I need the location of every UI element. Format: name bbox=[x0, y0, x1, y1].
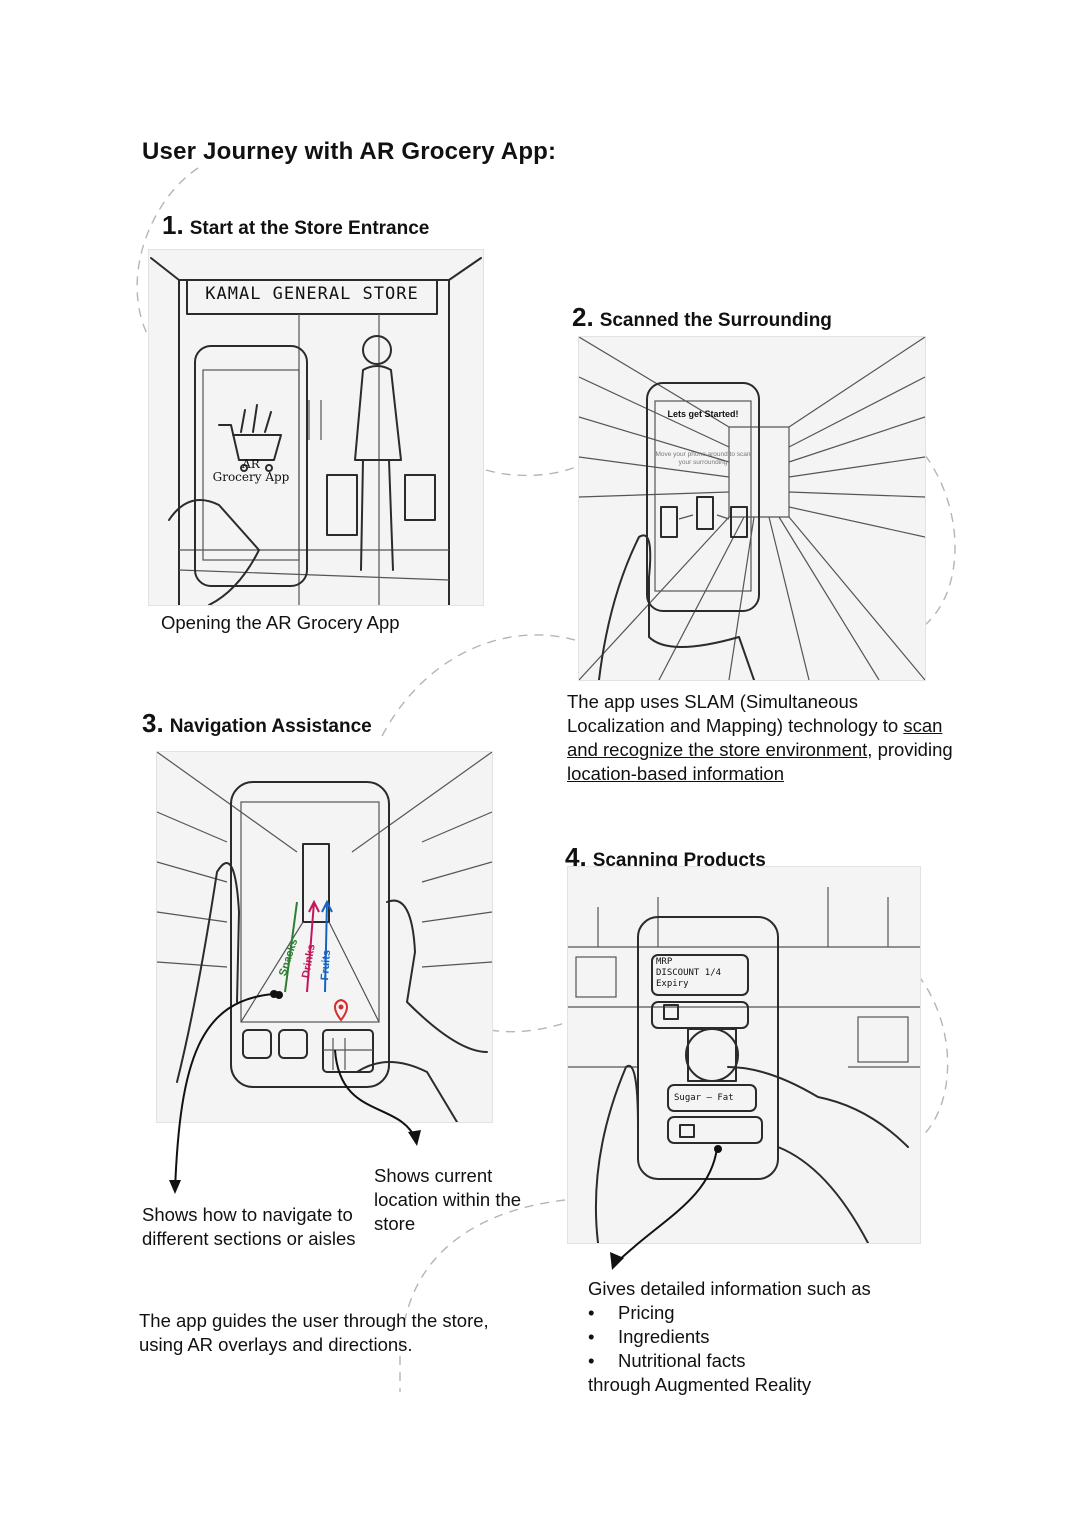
step-2-desc-part-1: The app uses SLAM (Simultaneous Localiza… bbox=[567, 691, 904, 736]
step-2-heading: 2.Scanned the Surrounding bbox=[572, 302, 832, 333]
step-4-intro: Gives detailed information such as bbox=[588, 1278, 871, 1299]
app-logo-text: AR Grocery App bbox=[203, 458, 299, 484]
step-2-desc-link-2: location-based information bbox=[567, 763, 784, 784]
phone-screen-title: Lets get Started! bbox=[667, 409, 739, 419]
step-4-feature-list: Pricing Ingredients Nutritional facts bbox=[588, 1301, 948, 1373]
step-4-description: Gives detailed information such as Prici… bbox=[588, 1277, 948, 1397]
ar-tag-discount: DISCOUNT bbox=[656, 968, 700, 978]
step-1-label: Start at the Store Entrance bbox=[189, 218, 430, 239]
step-1-heading: 1.Start at the Store Entrance bbox=[162, 210, 429, 241]
step-1-sketch: KAMAL GENERAL STORE AR Grocery App bbox=[148, 249, 484, 606]
step-1-number: 1. bbox=[162, 210, 184, 240]
step-3-note-location: Shows current location within the store bbox=[374, 1165, 522, 1234]
step-2-desc-link-1: scan and recognize the store environment bbox=[567, 715, 943, 760]
app-name-line-1: AR bbox=[242, 457, 260, 471]
step-2-description: The app uses SLAM (Simultaneous Localiza… bbox=[567, 690, 957, 786]
store-sign-text: KAMAL GENERAL STORE bbox=[205, 284, 419, 304]
ar-tag-expiry: Expiry bbox=[656, 979, 689, 989]
step-3-callout-arrows bbox=[169, 990, 421, 1194]
step-3-heading: 3.Navigation Assistance bbox=[142, 708, 372, 739]
ar-nutrition-tag: Sugar — Fat bbox=[674, 1093, 734, 1103]
ar-tag-fat: Fat bbox=[717, 1093, 734, 1103]
ar-tag-discount-value: 1/4 bbox=[704, 968, 722, 978]
ar-tag-sugar: Sugar bbox=[674, 1093, 702, 1103]
step-4-callout-arrow bbox=[610, 1147, 718, 1270]
step-4-outro: through Augmented Reality bbox=[588, 1374, 812, 1395]
step-2-desc-part-2: , providing bbox=[867, 739, 953, 760]
ar-tag-mrp: MRP bbox=[656, 957, 673, 967]
step-1-caption: Opening the AR Grocery App bbox=[161, 612, 400, 633]
step-3-label: Navigation Assistance bbox=[169, 716, 372, 737]
aisle-label-fruits: Fruits bbox=[319, 949, 334, 981]
step-3-note-navigation: Shows how to navigate to different secti… bbox=[142, 1204, 356, 1249]
step-4-heading: 4.Scanning Products bbox=[565, 842, 766, 873]
phone-screen-hint: Move your phone around to scan your surr… bbox=[655, 451, 751, 466]
step-4-bullet-ingredients: Ingredients bbox=[588, 1325, 948, 1349]
step-2-sketch: Lets get Started! Move your phone around… bbox=[578, 336, 926, 681]
step-4-bullet-nutrition: Nutritional facts bbox=[588, 1349, 948, 1373]
step-4-number: 4. bbox=[565, 842, 587, 872]
page-title: User Journey with AR Grocery App: bbox=[142, 138, 557, 165]
step-4-bullet-pricing: Pricing bbox=[588, 1301, 948, 1325]
ar-price-tag: MRP DISCOUNT 1/4 Expiry bbox=[656, 957, 721, 990]
step-2-label: Scanned the Surrounding bbox=[599, 310, 832, 331]
step-3-sketch: Snacks Drinks Fruits bbox=[156, 751, 493, 1123]
app-name-line-2: Grocery App bbox=[212, 470, 290, 484]
step-4-label: Scanning Products bbox=[592, 850, 766, 871]
step-3-description: The app guides the user through the stor… bbox=[139, 1310, 489, 1355]
step-3-number: 3. bbox=[142, 708, 164, 738]
step-2-number: 2. bbox=[572, 302, 594, 332]
step-4-sketch: MRP DISCOUNT 1/4 Expiry Sugar — Fat bbox=[567, 866, 921, 1244]
